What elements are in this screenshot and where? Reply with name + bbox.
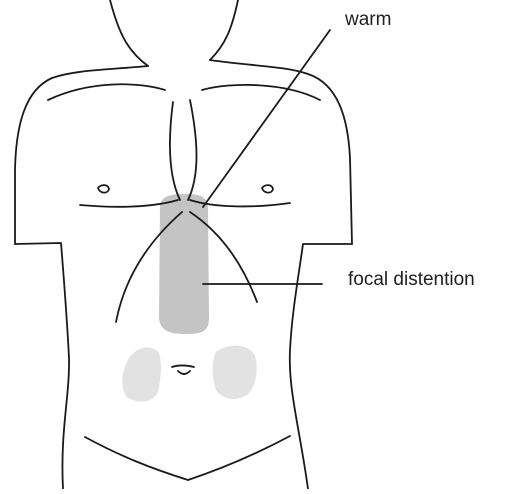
warm-label: warm <box>345 10 391 29</box>
focal-distention-label: focal distention <box>348 270 475 289</box>
left-hip-line <box>85 437 188 480</box>
left-side-line <box>15 243 69 489</box>
warm-leader-line <box>203 30 330 207</box>
right-nipple <box>262 185 273 193</box>
right-hip-line <box>188 436 290 480</box>
lower-left-region <box>122 347 161 401</box>
neck-right-line <box>210 0 238 60</box>
lower-right-region <box>213 346 257 399</box>
neck-left-line <box>110 0 148 66</box>
left-shoulder-line <box>15 66 148 244</box>
sternum-right-line <box>188 100 197 200</box>
right-side-line <box>290 244 352 489</box>
focal-distention-region <box>159 194 209 334</box>
sternum-left-line <box>170 102 180 200</box>
right-collarbone <box>202 85 320 100</box>
navel <box>172 366 194 375</box>
left-nipple <box>98 185 109 193</box>
left-collarbone <box>48 84 165 100</box>
